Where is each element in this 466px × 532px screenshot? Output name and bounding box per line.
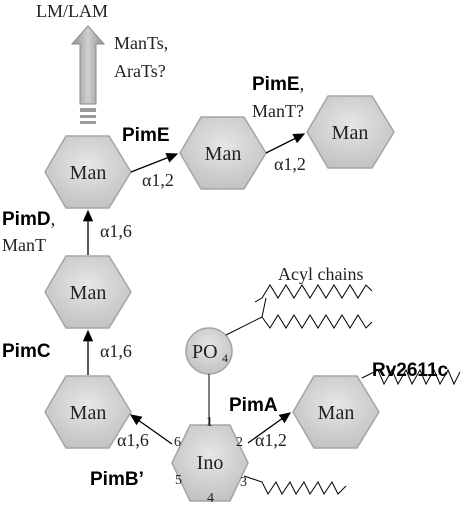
- phosphate-label: PO: [192, 341, 218, 363]
- arrow-note-line1: ManTs,: [114, 33, 168, 53]
- enzyme-pimd-note: ManT: [2, 235, 46, 255]
- hexagon-man-low: Man: [44, 375, 132, 449]
- hexagon-man-top-mid: Man: [179, 116, 267, 190]
- arrow-pimb: [129, 414, 173, 445]
- node-label: Man: [318, 402, 355, 424]
- ino-position-2: 2: [236, 435, 243, 450]
- rv-acyl-chain: [361, 368, 461, 386]
- arrow-pime-1: [130, 152, 179, 173]
- arrow-pime-2: [265, 133, 306, 154]
- enzyme-pimb: PimB’: [90, 469, 144, 490]
- enzyme-pimd-suffix: ,: [51, 209, 56, 230]
- ino-position-5: 5: [175, 473, 182, 488]
- hexagon-inositol: Ino: [171, 424, 249, 502]
- node-label: Man: [70, 282, 107, 304]
- enzyme-pima: PimA: [229, 395, 278, 416]
- ino-position-4: 4: [207, 491, 214, 506]
- acyl-chain-upper: [254, 284, 373, 303]
- enzyme-pime-1: PimE: [122, 125, 170, 146]
- ino-acyl-chain: [243, 475, 347, 495]
- bond-label-pime1: α1,2: [142, 170, 174, 190]
- arrow-note-line2: AraTs?: [114, 61, 166, 81]
- node-label: Man: [70, 402, 107, 424]
- hexagon-man-mid: Man: [44, 255, 132, 329]
- lm-lam-label: LM/LAM: [36, 1, 108, 21]
- bond-label-pima: α1,2: [255, 430, 287, 450]
- acyl-chains-label: Acyl chains: [278, 264, 363, 284]
- node-label: Man: [70, 162, 107, 184]
- node-label: Man: [332, 122, 369, 144]
- hexagon-man-top-right: Man: [306, 95, 395, 169]
- bond-label-pimb: α1,6: [117, 430, 149, 450]
- ino-position-6: 6: [174, 435, 181, 450]
- node-label: Man: [205, 143, 242, 165]
- ino-position-3: 3: [240, 475, 247, 490]
- hexagon-man-right: Man: [292, 375, 380, 449]
- up-arrow-icon: [70, 25, 106, 124]
- acyl-chain-lower: [261, 314, 373, 329]
- enzyme-pime-2-suffix: ,: [300, 74, 305, 95]
- arrow-pima: [247, 412, 292, 444]
- enzyme-pime-2-name: PimE: [252, 74, 300, 95]
- enzyme-pime-2: PimE,: [252, 74, 304, 95]
- phosphate-node: PO 4: [185, 327, 233, 375]
- bond-label-pimd: α1,6: [100, 221, 132, 241]
- bond-label-pimc: α1,6: [100, 341, 132, 361]
- enzyme-rv2611c: Rv2611c: [372, 360, 449, 381]
- node-label: Ino: [197, 452, 224, 474]
- enzyme-pimc: PimC: [2, 341, 51, 362]
- enzyme-pimd-name: PimD: [2, 209, 51, 230]
- bond-label-pime2: α1,2: [274, 154, 306, 174]
- enzyme-pimd: PimD,: [2, 209, 55, 230]
- phosphate-subscript: 4: [222, 351, 228, 365]
- enzyme-pime-2-note: ManT?: [252, 101, 304, 121]
- acyl-linker: [225, 297, 267, 336]
- hexagon-man-top-left: Man: [44, 135, 132, 209]
